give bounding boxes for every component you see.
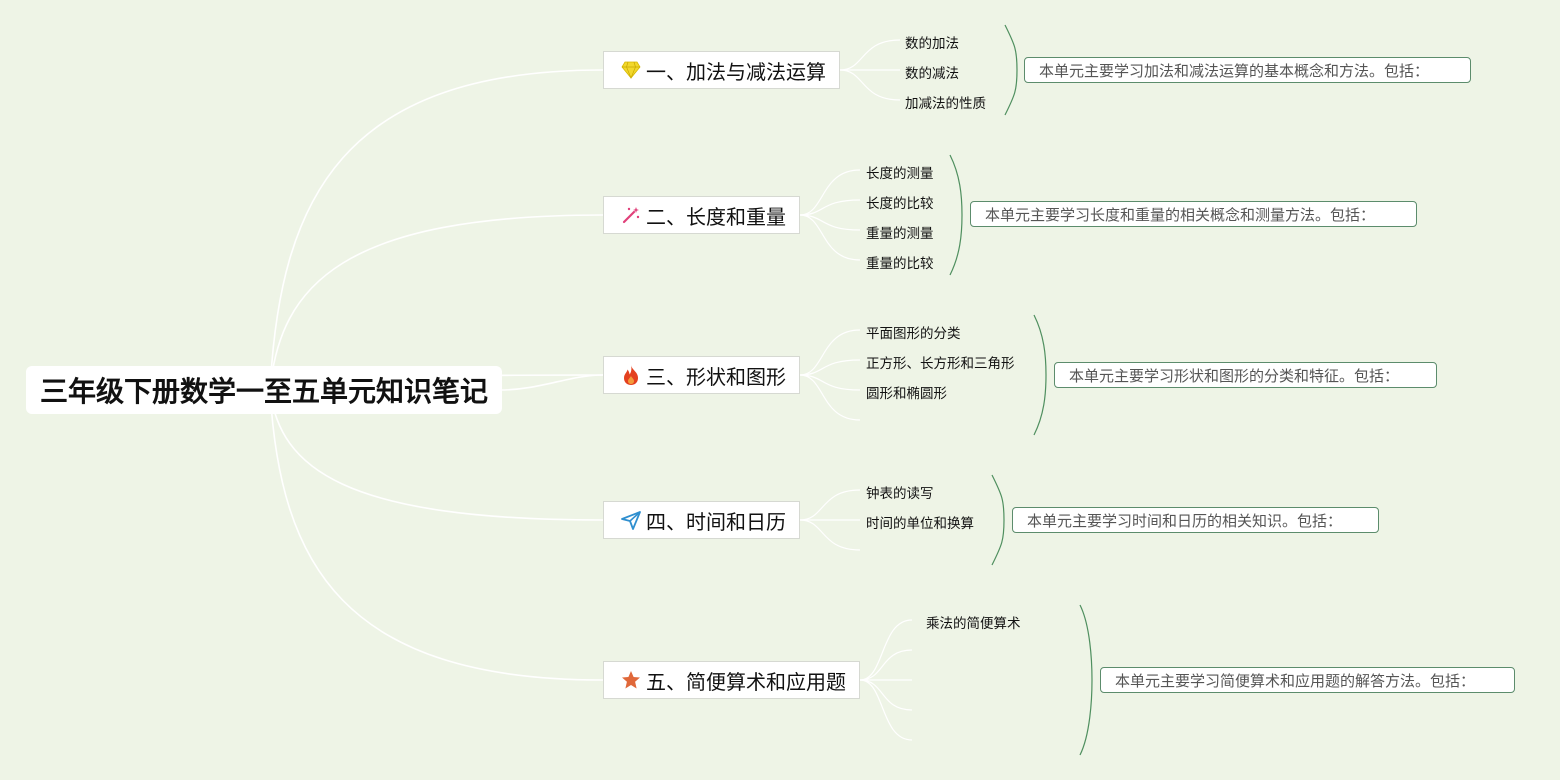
leaf-connector bbox=[839, 69, 901, 101]
fire-icon bbox=[620, 364, 642, 386]
summary-brace bbox=[1004, 24, 1018, 116]
root-connector bbox=[499, 374, 604, 391]
leaf-topic[interactable]: 加减法的性质 bbox=[905, 96, 986, 112]
leaf-connector bbox=[799, 519, 861, 551]
summary-box-3[interactable]: 本单元主要学习形状和图形的分类和特征。包括： bbox=[1054, 362, 1437, 388]
branch-label: 一、加法与减法运算 bbox=[646, 59, 826, 84]
leaf-connector bbox=[799, 489, 861, 521]
leaf-topic[interactable]: 重量的比较 bbox=[866, 256, 934, 272]
leaf-connector bbox=[859, 649, 913, 681]
summary-brace bbox=[1033, 314, 1047, 436]
summary-brace bbox=[1079, 604, 1093, 756]
leaf-topic[interactable]: 圆形和椭圆形 bbox=[866, 386, 947, 402]
leaf-topic[interactable]: 正方形、长方形和三角形 bbox=[866, 356, 1015, 372]
leaf-topic[interactable]: 重量的测量 bbox=[866, 226, 934, 242]
summary-brace bbox=[949, 154, 963, 276]
star-icon bbox=[620, 669, 642, 691]
leaf-connector bbox=[859, 679, 913, 741]
root-topic[interactable]: 三年级下册数学一至五单元知识笔记 bbox=[26, 366, 502, 414]
branch-topic-5[interactable]: 五、简便算术和应用题 bbox=[603, 661, 860, 699]
branch-topic-4[interactable]: 四、时间和日历 bbox=[603, 501, 800, 539]
leaf-connector bbox=[799, 374, 861, 421]
branch-label: 五、简便算术和应用题 bbox=[646, 669, 846, 694]
summary-brace bbox=[991, 474, 1005, 566]
leaf-topic[interactable]: 乘法的简便算术 bbox=[926, 616, 1021, 632]
leaf-topic[interactable]: 长度的比较 bbox=[866, 196, 934, 212]
diamond-icon bbox=[620, 59, 642, 81]
leaf-connector bbox=[859, 679, 913, 711]
leaf-connector bbox=[799, 374, 861, 391]
branch-topic-3[interactable]: 三、形状和图形 bbox=[603, 356, 800, 394]
branch-label: 三、形状和图形 bbox=[646, 364, 786, 389]
leaf-connector bbox=[799, 329, 861, 376]
root-connector bbox=[269, 389, 604, 681]
root-connector bbox=[269, 389, 604, 521]
leaf-topic[interactable]: 数的加法 bbox=[905, 36, 959, 52]
leaf-topic[interactable]: 钟表的读写 bbox=[866, 486, 934, 502]
leaf-connector bbox=[839, 39, 901, 71]
branch-topic-1[interactable]: 一、加法与减法运算 bbox=[603, 51, 840, 89]
leaf-connector bbox=[799, 359, 861, 376]
leaf-connector bbox=[799, 199, 861, 216]
leaf-topic[interactable]: 平面图形的分类 bbox=[866, 326, 961, 342]
summary-box-2[interactable]: 本单元主要学习长度和重量的相关概念和测量方法。包括： bbox=[970, 201, 1417, 227]
paper-plane-icon bbox=[620, 509, 642, 531]
leaf-topic[interactable]: 时间的单位和换算 bbox=[866, 516, 974, 532]
branch-label: 四、时间和日历 bbox=[646, 509, 786, 534]
leaf-topic[interactable]: 长度的测量 bbox=[866, 166, 934, 182]
leaf-connector bbox=[799, 214, 861, 261]
leaf-connector bbox=[799, 214, 861, 231]
leaf-connector bbox=[859, 619, 913, 681]
summary-box-5[interactable]: 本单元主要学习简便算术和应用题的解答方法。包括： bbox=[1100, 667, 1515, 693]
leaf-connector bbox=[799, 169, 861, 216]
root-connector bbox=[269, 69, 604, 391]
summary-box-1[interactable]: 本单元主要学习加法和减法运算的基本概念和方法。包括： bbox=[1024, 57, 1471, 83]
magic-wand-icon bbox=[620, 204, 642, 226]
summary-box-4[interactable]: 本单元主要学习时间和日历的相关知识。包括： bbox=[1012, 507, 1379, 533]
branch-topic-2[interactable]: 二、长度和重量 bbox=[603, 196, 800, 234]
branch-label: 二、长度和重量 bbox=[646, 204, 786, 229]
root-connector bbox=[269, 214, 604, 391]
leaf-topic[interactable]: 数的减法 bbox=[905, 66, 959, 82]
